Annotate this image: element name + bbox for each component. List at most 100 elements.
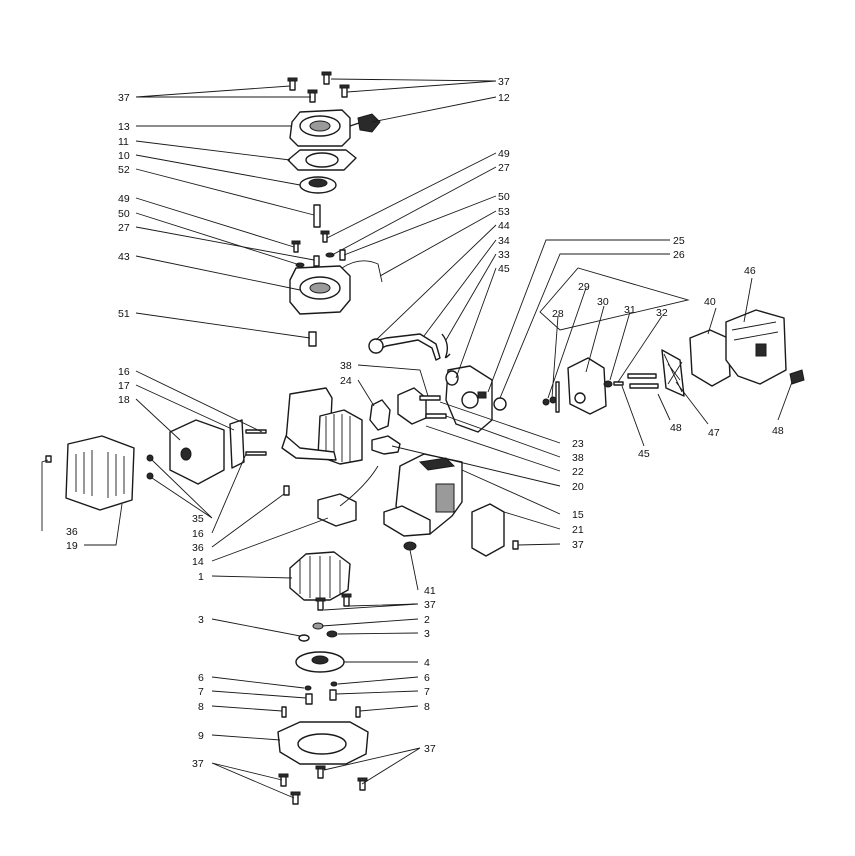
label-25: 25: [673, 235, 685, 247]
air-cleaner-base-30: [567, 357, 607, 415]
hose-33: [441, 333, 451, 359]
label-27: 27: [118, 222, 130, 234]
label-38: 38: [340, 360, 352, 372]
air-cover-44: [725, 309, 787, 385]
label-24: 23: [572, 438, 584, 450]
leader-lines: [41, 78, 793, 799]
spark-plug-20: [371, 435, 401, 455]
bolt-38: [419, 395, 441, 401]
air-cleaner-outline: [539, 267, 690, 331]
label-42: 44: [498, 220, 510, 232]
crankcase-15: [383, 453, 463, 537]
label-38: 38: [572, 452, 584, 464]
ignition-coil-14: [317, 465, 379, 527]
label-33: 33: [498, 249, 510, 261]
label-41: 43: [118, 251, 130, 263]
label-37: 37: [192, 758, 204, 770]
gasket-23: [397, 387, 427, 425]
guard-21: [471, 503, 505, 557]
clutch-4: [295, 651, 345, 673]
label-17: 17: [118, 380, 130, 392]
pin-29: [555, 381, 560, 413]
label-43: 45: [498, 263, 510, 275]
label-3: 3: [424, 628, 430, 640]
label-51: 51: [118, 308, 130, 320]
label-37: 37: [424, 599, 436, 611]
label-8: 8: [198, 701, 204, 713]
label-22: 24: [340, 375, 352, 387]
clutch-housing-9: [277, 721, 369, 765]
label-47: 47: [708, 427, 720, 439]
label-32: 32: [656, 307, 668, 319]
bushing-40: [403, 541, 417, 551]
label-16: 16: [118, 366, 130, 378]
label-31: 31: [624, 304, 636, 316]
parts: [45, 71, 805, 805]
gasket-22: [369, 399, 391, 431]
label-21: 21: [572, 524, 584, 536]
muffler-18: [169, 419, 267, 485]
label-49: 49: [498, 148, 510, 160]
label-3: 3: [198, 614, 204, 626]
label-39: 40: [704, 296, 716, 308]
fan-housing-41: [289, 265, 351, 315]
bolt-45: [627, 373, 657, 379]
label-36: 36: [192, 542, 204, 554]
label-7: 7: [198, 686, 204, 698]
label-26: 26: [673, 249, 685, 261]
label-50: 50: [118, 208, 130, 220]
label-37: 37: [424, 743, 436, 755]
flywheel-1: [289, 551, 351, 601]
gasket-17: [229, 419, 245, 469]
label-30: 30: [597, 296, 609, 308]
label-9: 9: [198, 730, 204, 742]
label-37: 37: [498, 76, 510, 88]
label-44: 46: [744, 265, 756, 277]
label-19: 19: [66, 540, 78, 552]
filter-47: [661, 349, 685, 397]
label-20: 20: [572, 481, 584, 493]
label-35: 35: [192, 513, 204, 525]
callout-labels: 37 37 12 13 11 10 52 49 27 49 50 27 50 5…: [66, 76, 784, 770]
label-53: 53: [498, 206, 510, 218]
label-36: 36: [66, 526, 78, 538]
label-29: 29: [578, 281, 590, 293]
label-2: 2: [424, 614, 430, 626]
label-14: 14: [192, 556, 204, 568]
label-27: 27: [498, 162, 510, 174]
pin-52: [313, 204, 321, 228]
label-6: 6: [198, 672, 204, 684]
wire-53: [341, 260, 383, 283]
label-48: 48: [772, 425, 784, 437]
label-52: 52: [118, 164, 130, 176]
label-50: 50: [498, 191, 510, 203]
label-37: 37: [118, 92, 130, 104]
label-16: 16: [192, 528, 204, 540]
label-18: 18: [118, 394, 130, 406]
pulley-10: [299, 176, 337, 194]
starter-housing-13: [289, 109, 381, 147]
label-34: 34: [498, 235, 510, 247]
muffler-cover-19: [65, 435, 135, 511]
label-46: 48: [670, 422, 682, 434]
switch-48: [789, 369, 805, 385]
label-12: 12: [498, 92, 510, 104]
cylinder-block: [281, 387, 363, 465]
label-45: 45: [638, 448, 650, 460]
screws-top-37: [287, 71, 350, 103]
label-4: 4: [424, 657, 430, 669]
label-7: 7: [424, 686, 430, 698]
label-11: 11: [118, 136, 129, 148]
pin-51: [308, 331, 317, 347]
label-6: 6: [424, 672, 430, 684]
label-13: 13: [118, 121, 130, 133]
label-49: 49: [118, 193, 130, 205]
label-15: 15: [572, 509, 584, 521]
label-8: 8: [424, 701, 430, 713]
label-23: 22: [572, 466, 584, 478]
label-40: 41: [424, 585, 436, 597]
label-10: 10: [118, 150, 130, 162]
label-1: 1: [198, 571, 204, 583]
label-37: 37: [572, 539, 584, 551]
